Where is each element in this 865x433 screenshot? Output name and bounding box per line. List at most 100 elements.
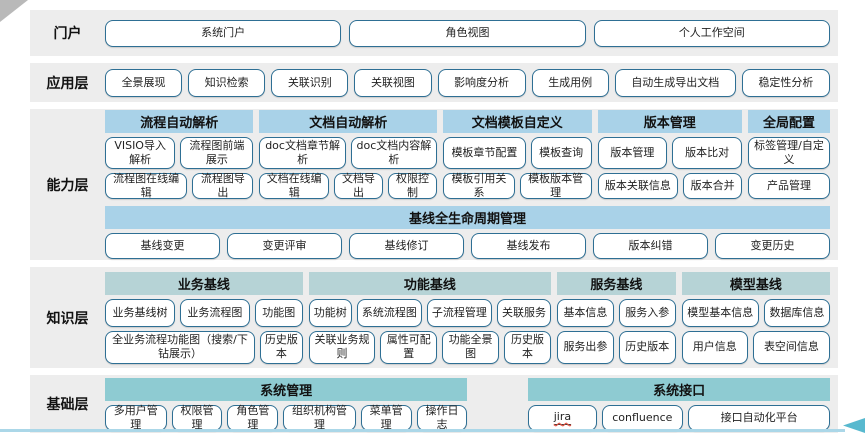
knowledge-button[interactable]: 业务流程图	[179, 298, 250, 327]
group-global-config: 全局配置 标签管理/自定义 产品管理	[748, 110, 831, 199]
group-doc-template: 文档模板自定义 模板章节配置模板查询 模板引用关系模板版本管理	[443, 110, 592, 199]
knowledge-groups: 业务基线 业务基线树业务流程图功能图 全业务流程功能图（搜索/下钻展示）历史版本…	[105, 271, 831, 364]
knowledge-button[interactable]: 子流程管理	[426, 298, 492, 327]
group-row: 模板引用关系模板版本管理	[443, 172, 592, 199]
capability-button[interactable]: 流程图前端展示	[180, 137, 254, 169]
layer-capability: 能力层 流程自动解析 VISIO导入解析流程图前端展示 流程图在线编辑流程图导出…	[30, 109, 838, 260]
base-button[interactable]: 操作日志	[416, 404, 468, 431]
application-button[interactable]: 关联视图	[354, 68, 432, 97]
group-row: 版本关联信息版本合并	[597, 173, 742, 199]
knowledge-button[interactable]: 服务出参	[557, 330, 614, 364]
portal-button[interactable]: 系统门户	[105, 19, 342, 47]
bottom-accent-line	[0, 429, 845, 432]
capability-button[interactable]: 文档在线编辑	[259, 172, 329, 199]
layer-base: 基础层 系统管理 多用户管理权限管理角色管理组织机构管理菜单管理操作日志 系统接…	[30, 375, 838, 433]
baseline-button[interactable]: 基线发布	[471, 233, 586, 259]
capability-button[interactable]: 流程图导出	[192, 172, 254, 199]
capability-button[interactable]: 模板查询	[530, 137, 592, 169]
base-button[interactable]: 权限管理	[171, 404, 223, 431]
application-button[interactable]: 稳定性分析	[741, 68, 830, 97]
group-model-baseline-header: 模型基线	[681, 271, 831, 295]
knowledge-button[interactable]: 功能树	[308, 298, 352, 327]
capability-button[interactable]: 流程图在线编辑	[105, 172, 188, 199]
knowledge-button[interactable]: 表空间信息	[752, 330, 831, 364]
capability-button[interactable]: VISIO导入解析	[105, 137, 176, 169]
capability-button[interactable]: doc文档章节解析	[259, 137, 346, 169]
application-button[interactable]: 知识检索	[188, 68, 266, 97]
capability-button[interactable]: doc文档内容解析	[350, 137, 438, 169]
group-row: 流程图在线编辑流程图导出	[105, 172, 254, 199]
group-global-config-header: 全局配置	[748, 110, 831, 133]
application-button[interactable]: 影响度分析	[437, 68, 526, 97]
baseline-button[interactable]: 变更历史	[715, 233, 830, 259]
base-gap	[473, 378, 522, 431]
capability-button[interactable]: 产品管理	[748, 173, 831, 199]
group-system-mgmt-header: 系统管理	[105, 377, 468, 401]
capability-button[interactable]: 文档导出	[333, 172, 384, 199]
group-system-interface-header: 系统接口	[528, 377, 830, 401]
knowledge-button[interactable]: 基本信息	[557, 298, 614, 327]
base-button[interactable]: 角色管理	[227, 404, 279, 431]
capability-button[interactable]: 模板章节配置	[443, 137, 526, 169]
knowledge-button[interactable]: 服务入参	[618, 298, 676, 327]
capability-button[interactable]: 版本管理	[597, 137, 668, 169]
knowledge-button[interactable]: 功能图	[254, 298, 303, 327]
jira-label: jira	[553, 410, 572, 424]
capability-button[interactable]: 版本比对	[672, 137, 742, 169]
knowledge-button[interactable]: 属性可配置	[380, 330, 438, 364]
left-arrow-icon	[843, 418, 865, 433]
knowledge-button[interactable]: 关联业务规则	[308, 330, 376, 364]
baseline-button-row: 基线变更变更评审基线修订基线发布版本纠错变更历史	[105, 233, 830, 259]
baseline-lifecycle-header: 基线全生命周期管理	[105, 206, 830, 229]
knowledge-button[interactable]: 历史版本	[618, 330, 676, 364]
group-version-mgmt: 版本管理 版本管理版本比对 版本关联信息版本合并	[597, 110, 742, 199]
group-row: 模型基本信息数据库信息	[681, 298, 831, 327]
corner-cut-decoration	[0, 0, 28, 22]
capability-button[interactable]: 模板版本管理	[519, 172, 592, 199]
jira-button[interactable]: jira	[528, 404, 597, 431]
baseline-button[interactable]: 版本纠错	[593, 233, 708, 259]
knowledge-button[interactable]: 数据库信息	[763, 298, 831, 327]
capability-label: 能力层	[46, 177, 89, 194]
application-button[interactable]: 关联识别	[271, 68, 349, 97]
group-version-mgmt-header: 版本管理	[597, 110, 742, 133]
portal-button-row: 系统门户角色视图个人工作空间	[105, 19, 830, 47]
confluence-button[interactable]: confluence	[601, 404, 684, 431]
baseline-button[interactable]: 基线修订	[349, 233, 464, 259]
application-button[interactable]: 生成用例	[531, 68, 609, 97]
knowledge-button[interactable]: 系统流程图	[356, 298, 422, 327]
application-button[interactable]: 全景展现	[105, 68, 183, 97]
group-system-mgmt: 系统管理 多用户管理权限管理角色管理组织机构管理菜单管理操作日志	[105, 377, 468, 431]
portal-button[interactable]: 角色视图	[349, 19, 586, 47]
capability-button[interactable]: 权限控制	[388, 172, 438, 199]
capability-button[interactable]: 版本关联信息	[597, 173, 679, 199]
interface-automation-platform-button[interactable]: 接口自动化平台	[688, 404, 830, 431]
group-row: 用户信息表空间信息	[681, 330, 831, 364]
group-business-baseline: 业务基线 业务基线树业务流程图功能图 全业务流程功能图（搜索/下钻展示）历史版本	[105, 271, 303, 364]
portal-button[interactable]: 个人工作空间	[593, 19, 830, 47]
capability-button[interactable]: 版本合并	[683, 173, 742, 199]
group-row: jira confluence 接口自动化平台	[528, 404, 830, 431]
knowledge-button[interactable]: 业务基线树	[105, 298, 175, 327]
knowledge-button[interactable]: 历史版本	[503, 330, 552, 364]
knowledge-button[interactable]: 用户信息	[681, 330, 748, 364]
knowledge-button[interactable]: 关联服务	[496, 298, 552, 327]
group-doc-template-header: 文档模板自定义	[443, 110, 592, 133]
knowledge-button[interactable]: 模型基本信息	[681, 298, 759, 327]
base-button[interactable]: 多用户管理	[105, 404, 167, 431]
capability-button[interactable]: 模板引用关系	[443, 172, 515, 199]
knowledge-button[interactable]: 历史版本	[260, 330, 303, 364]
knowledge-button[interactable]: 功能全景图	[442, 330, 499, 364]
capability-button[interactable]: 标签管理/自定义	[748, 137, 831, 169]
layer-application: 应用层 全景展现知识检索关联识别关联视图影响度分析生成用例自动生成导出文档稳定性…	[30, 63, 838, 102]
baseline-button[interactable]: 变更评审	[227, 233, 342, 259]
baseline-button[interactable]: 基线变更	[105, 233, 220, 259]
application-button[interactable]: 自动生成导出文档	[614, 68, 736, 97]
base-label: 基础层	[46, 397, 89, 413]
base-button[interactable]: 组织机构管理	[283, 404, 356, 431]
base-button[interactable]: 菜单管理	[360, 404, 412, 431]
knowledge-button[interactable]: 全业务流程功能图（搜索/下钻展示）	[105, 330, 255, 364]
